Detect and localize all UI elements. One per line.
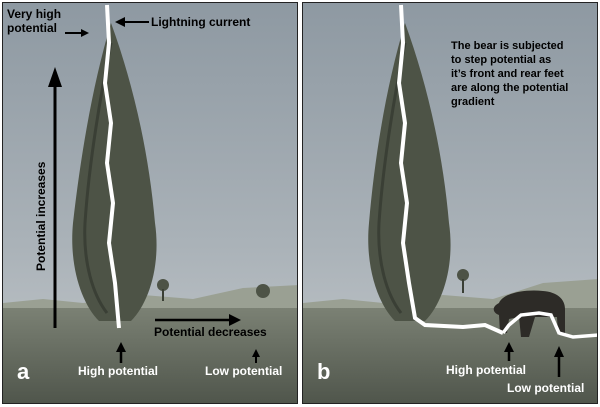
very-high-potential-label-2: potential — [7, 21, 57, 35]
note-line-5: gradient — [451, 96, 495, 108]
ground — [3, 308, 297, 403]
panel-b: The bear is subjected to step potential … — [302, 2, 598, 404]
step-potential-note: The bear is subjected to step potential … — [451, 39, 568, 109]
note-line-1: The bear is subjected — [451, 40, 564, 52]
ground — [303, 308, 597, 403]
panel-letter-b: b — [317, 359, 331, 384]
tree — [72, 23, 157, 321]
high-potential-label: High potential — [446, 363, 526, 377]
low-potential-label: Low potential — [205, 364, 283, 378]
note-line-3: it’s front and rear feet — [451, 68, 564, 80]
high-potential-label: High potential — [78, 364, 158, 378]
very-high-potential-label-1: Very high — [7, 7, 62, 21]
note-line-4: are along the potential — [451, 82, 569, 94]
lightning-bolt — [102, 4, 121, 329]
low-potential-label: Low potential — [507, 381, 585, 395]
panel-b-scene — [303, 3, 597, 403]
potential-decreases-label: Potential decreases — [154, 325, 267, 339]
step-potential-path — [501, 311, 597, 339]
panel-a-scene — [3, 3, 297, 403]
tree — [368, 23, 451, 321]
panel-letter-a: a — [17, 359, 30, 384]
potential-increases-label: Potential increases — [34, 161, 48, 271]
panel-a: Very high potential Lightning current Po… — [2, 2, 298, 404]
lightning-current-label: Lightning current — [151, 15, 251, 29]
lightning-bolt — [396, 4, 504, 335]
note-line-2: to step potential as — [451, 54, 552, 66]
